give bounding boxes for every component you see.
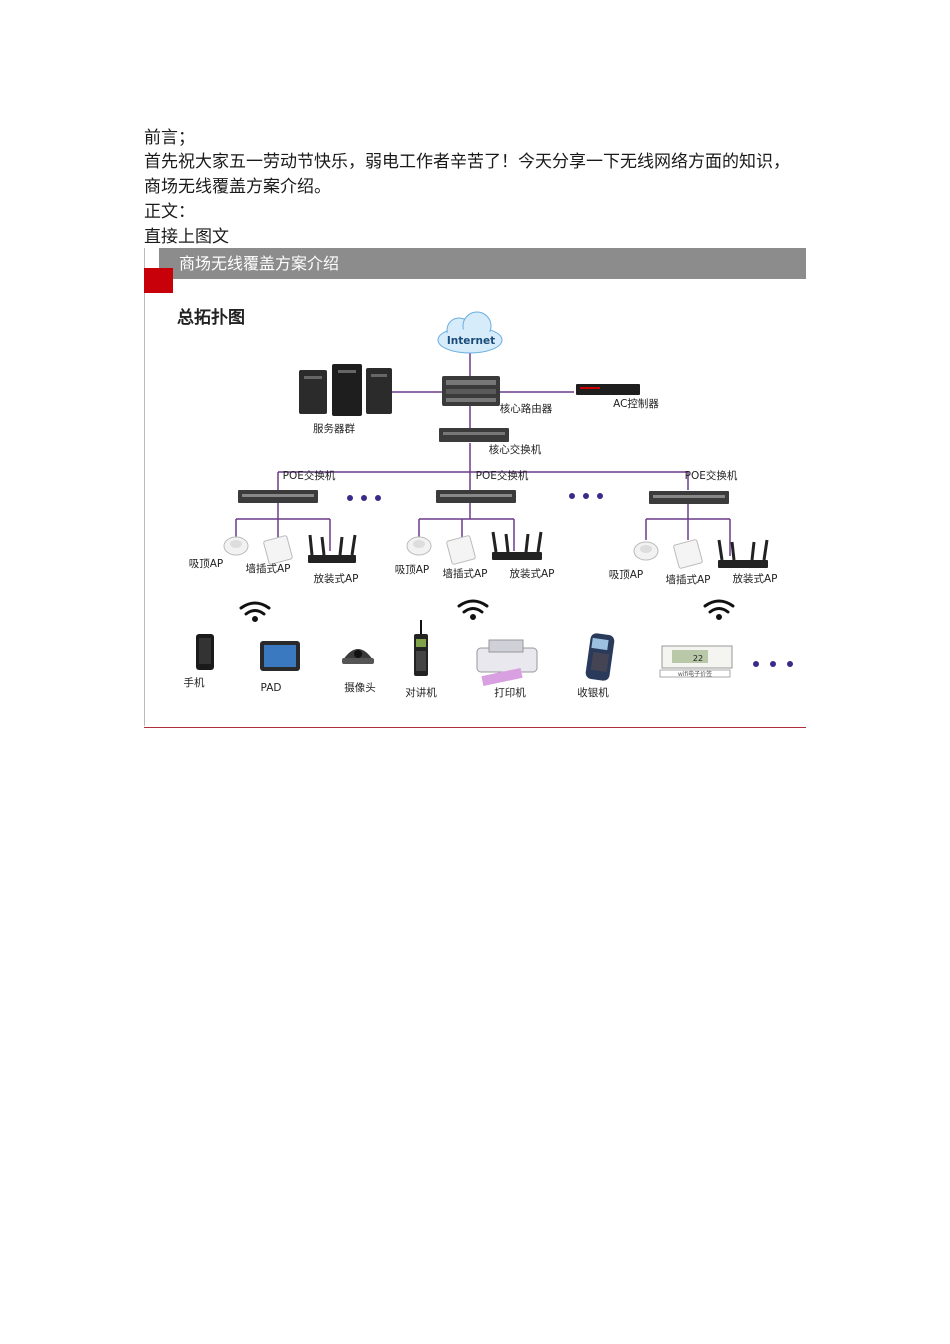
body-label: 正文： (144, 202, 195, 222)
wall-ap-icon-2 (446, 535, 476, 565)
server-cluster-icon (299, 364, 392, 416)
desktop-ap-icon-3 (717, 539, 769, 568)
camera-icon (342, 649, 374, 664)
ceiling-ap-icon-3 (633, 541, 659, 561)
body-paragraph: 直接上图文 (144, 227, 229, 247)
diagram-subtitle: 总拓扑图 (177, 308, 245, 328)
wall-ap-label-3: 墙插式AP (665, 573, 710, 586)
figure-red-marker (144, 268, 173, 293)
figure-left-border (144, 248, 145, 726)
ceiling-ap-label-3: 吸顶AP (609, 569, 644, 581)
price-tag-label: wifi电子价签 (678, 670, 712, 678)
walkie-talkie-label: 对讲机 (405, 686, 437, 699)
ceiling-ap-icon-2 (406, 536, 432, 556)
wall-ap-icon-3 (673, 539, 703, 569)
phone-label: 手机 (184, 676, 205, 689)
internet-cloud-icon (437, 311, 503, 354)
poe-switch-label-2: POE交换机 (476, 469, 529, 482)
intro-paragraph: 首先祝大家五一劳动节快乐，弱电工作者辛苦了！今天分享一下无线网络方面的知识，商场… (144, 152, 790, 197)
camera-label: 摄像头 (344, 681, 376, 694)
poe-switch-icon-1 (238, 490, 318, 503)
ellipsis-dots-icon-1 (347, 495, 381, 501)
core-router-label: 核心路由器 (500, 402, 553, 415)
poe-switch-icon-2 (436, 490, 516, 503)
figure-bottom-border (144, 727, 806, 728)
desktop-ap-icon-2 (491, 531, 543, 560)
price-tag-icon (659, 645, 733, 678)
ellipsis-dots-icon-3 (753, 661, 793, 667)
network-topology-diagram: Internet 服务器群 核心路由器 AC控制器 (184, 311, 793, 699)
poe-switch-label-3: POE交换机 (685, 469, 738, 482)
ceiling-ap-label-2: 吸顶AP (395, 564, 430, 576)
wall-ap-label-1: 墙插式AP (245, 562, 290, 575)
poe-switch-label-1: POE交换机 (283, 469, 336, 482)
desktop-ap-icon-1 (308, 534, 357, 563)
wifi-signal-icon-1 (239, 601, 271, 622)
wall-ap-label-2: 墙插式AP (442, 567, 487, 580)
figure-header-bar: 商场无线覆盖方案介绍 (159, 248, 806, 279)
cashier-label: 收银机 (577, 686, 609, 699)
pad-label: PAD (261, 682, 282, 694)
ac-controller-label: AC控制器 (613, 397, 659, 410)
wifi-signal-icon-3 (703, 599, 735, 620)
cashier-icon (585, 633, 615, 681)
ceiling-ap-label-1: 吸顶AP (189, 558, 224, 570)
figure-title: 商场无线覆盖方案介绍 (179, 254, 340, 273)
desktop-ap-label-2: 放装式AP (509, 567, 554, 580)
price-tag-display: 22 (693, 654, 703, 663)
intro-label: 前言； (144, 128, 195, 148)
phone-icon (196, 634, 214, 670)
wifi-signal-icon-2 (457, 599, 489, 620)
desktop-ap-label-3: 放装式AP (732, 572, 777, 585)
core-router-icon (442, 376, 500, 406)
desktop-ap-label-1: 放装式AP (313, 572, 358, 585)
ellipsis-dots-icon-2 (569, 493, 603, 499)
internet-label: Internet (447, 335, 495, 347)
core-switch-label: 核心交换机 (489, 443, 542, 456)
wall-ap-icon-1 (263, 535, 293, 565)
printer-icon (476, 639, 538, 687)
walkie-talkie-icon (414, 620, 428, 676)
printer-label: 打印机 (494, 686, 526, 699)
poe-switch-icon-3 (649, 491, 729, 504)
ceiling-ap-icon-1 (223, 536, 249, 556)
topology-figure: 商场无线覆盖方案介绍 总拓扑图 (144, 248, 806, 728)
core-switch-icon (439, 428, 509, 442)
ac-controller-icon (576, 384, 640, 395)
server-cluster-label: 服务器群 (313, 422, 355, 435)
pad-icon (260, 641, 300, 671)
